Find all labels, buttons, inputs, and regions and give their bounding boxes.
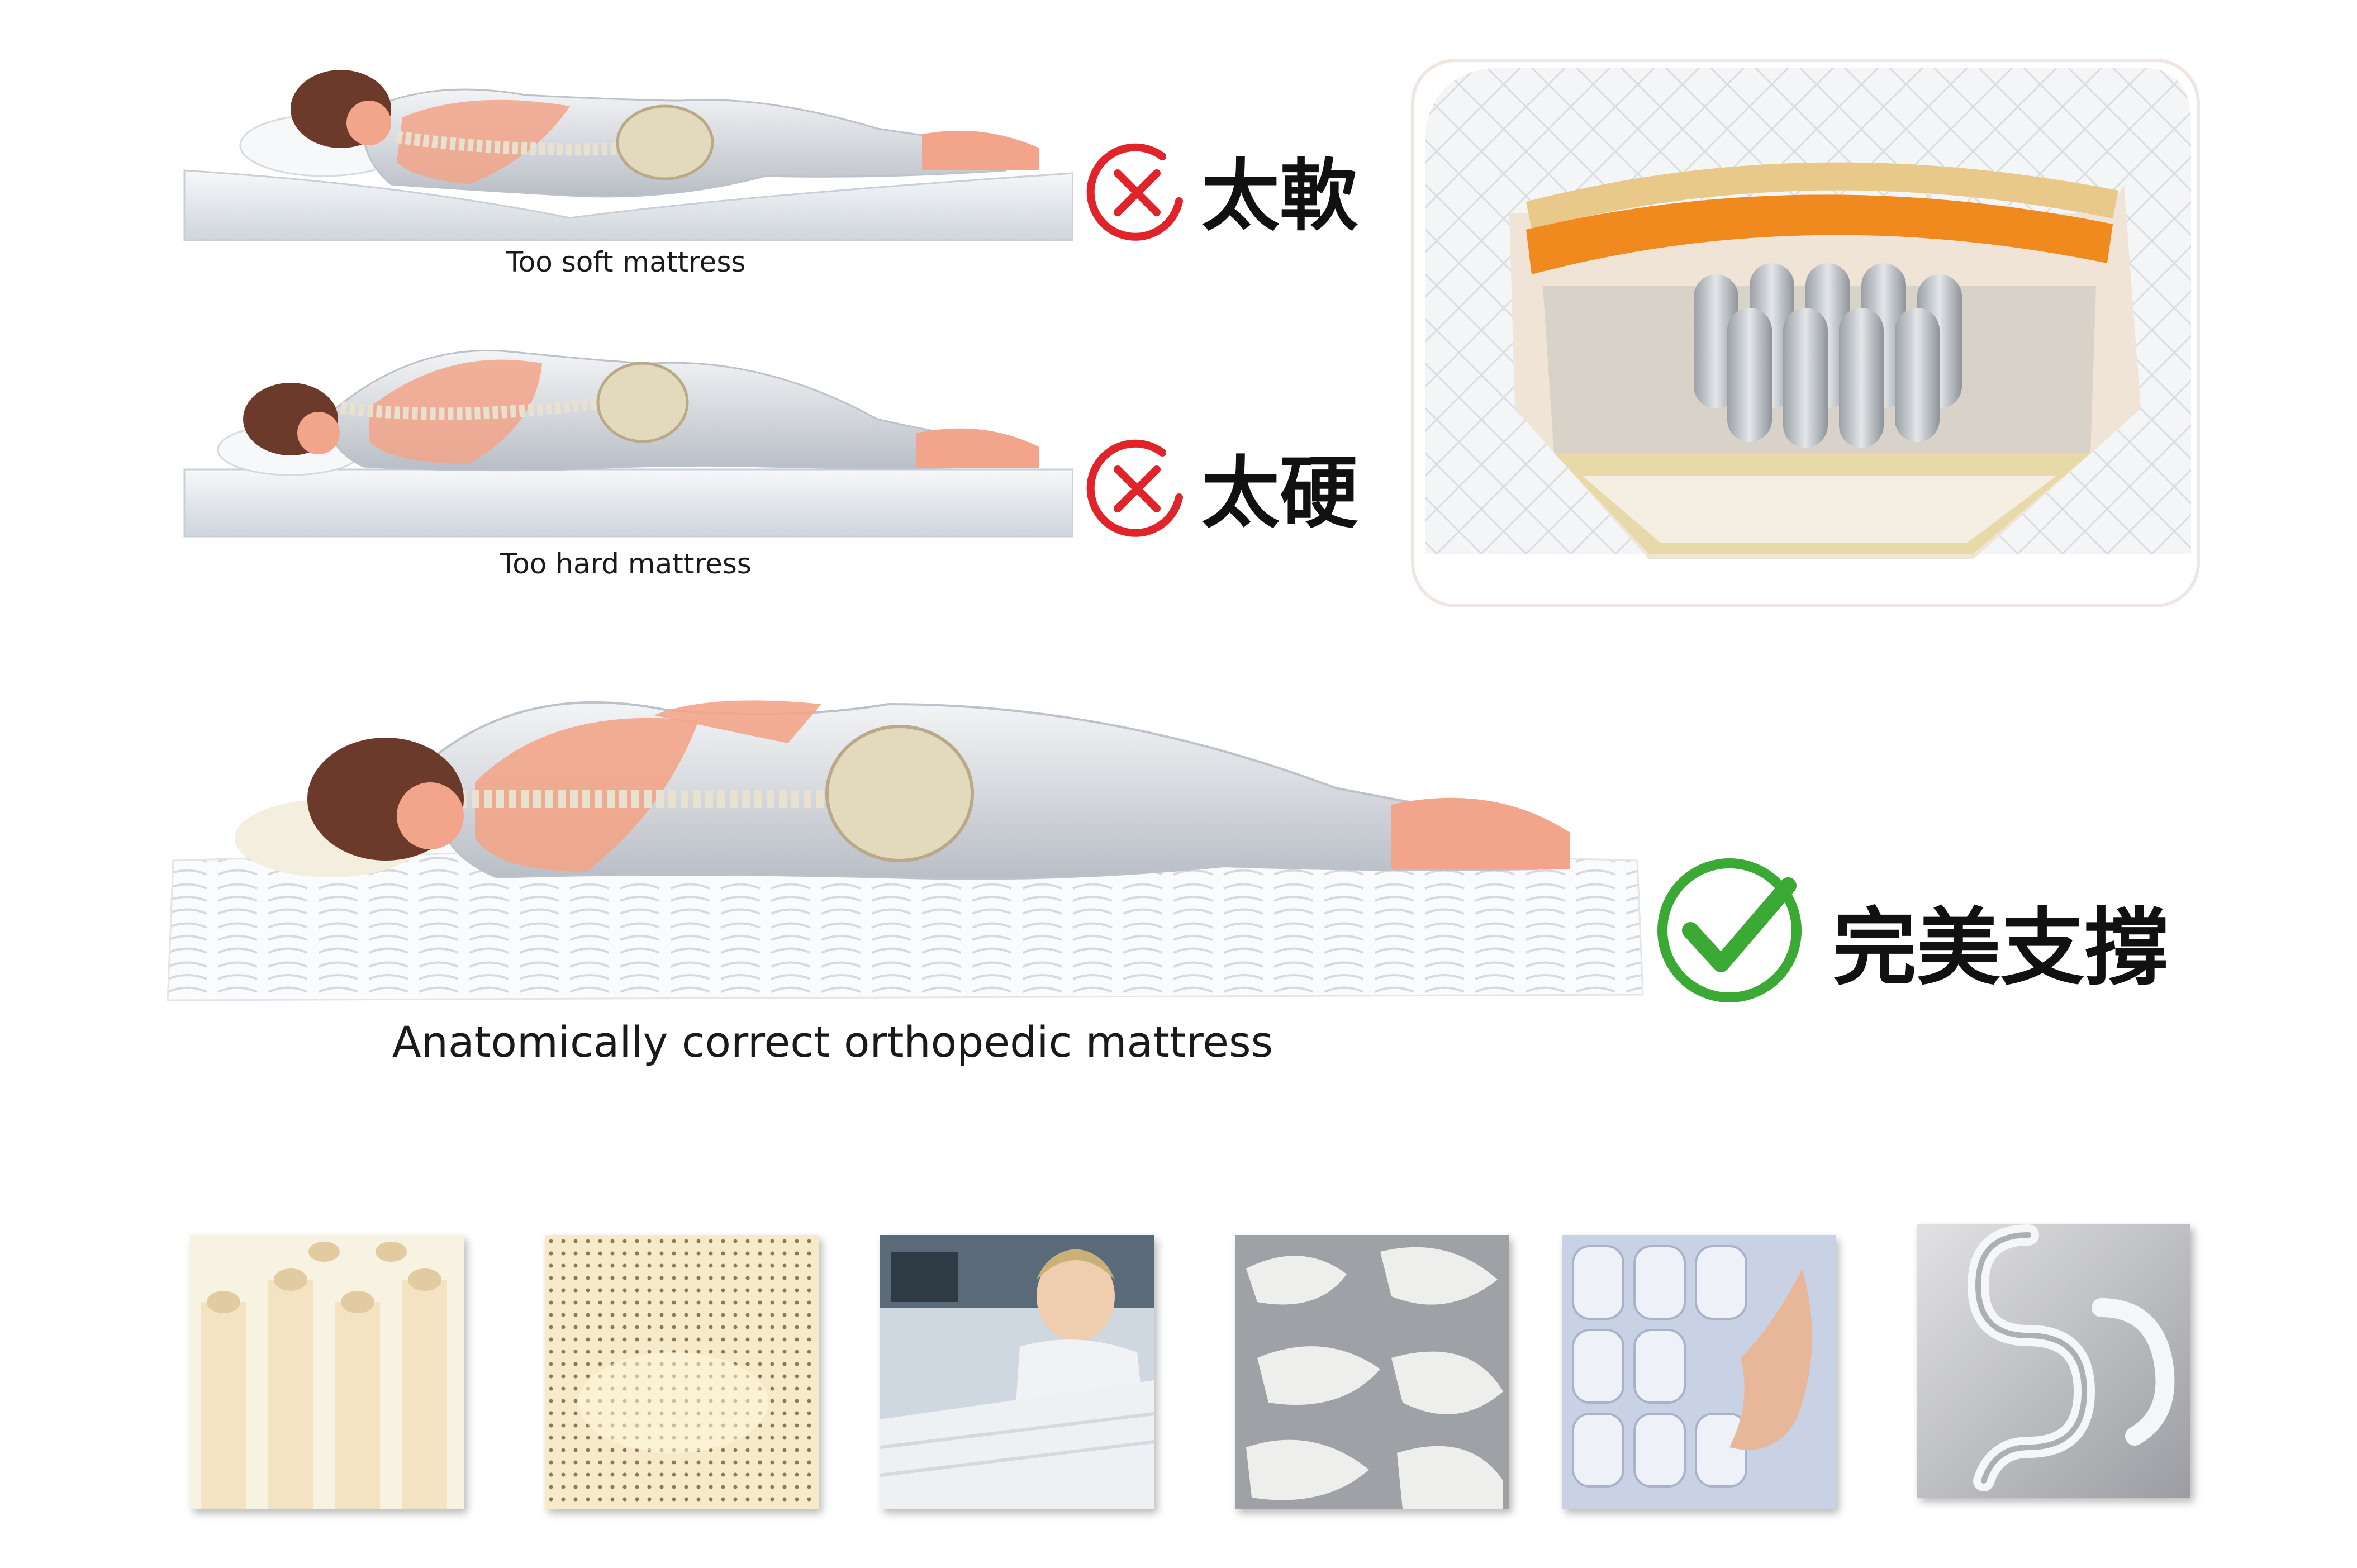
cross-circle-icon <box>1086 439 1183 537</box>
pocket-springs-thumbnail <box>1562 1235 1836 1509</box>
check-circle-icon <box>1657 858 1802 1002</box>
jacquard-fabric-thumbnail <box>1235 1235 1509 1509</box>
too-hard-illustration <box>183 349 1073 538</box>
cross-circle-icon <box>1086 143 1183 241</box>
mattress-cutaway-image <box>1414 62 2197 604</box>
latex-foam-thumbnail <box>190 1235 464 1509</box>
too-soft-verdict: 太軟 <box>1201 151 1358 242</box>
correct-illustration <box>167 700 1644 1001</box>
too-hard-caption: Too hard mattress <box>500 548 752 580</box>
factory-worker-thumbnail <box>880 1235 1154 1509</box>
correct-verdict: 完美支撐 <box>1833 900 2169 997</box>
too-soft-caption: Too soft mattress <box>506 246 746 278</box>
too-hard-verdict: 太硬 <box>1201 448 1358 539</box>
steel-spring-thumbnail <box>1917 1224 2190 1498</box>
mattress-cutaway-frame <box>1411 59 2200 607</box>
too-soft-illustration <box>183 70 1073 241</box>
correct-caption: Anatomically correct orthopedic mattress <box>392 1017 1273 1067</box>
latex-pinhole-thumbnail <box>545 1235 819 1509</box>
